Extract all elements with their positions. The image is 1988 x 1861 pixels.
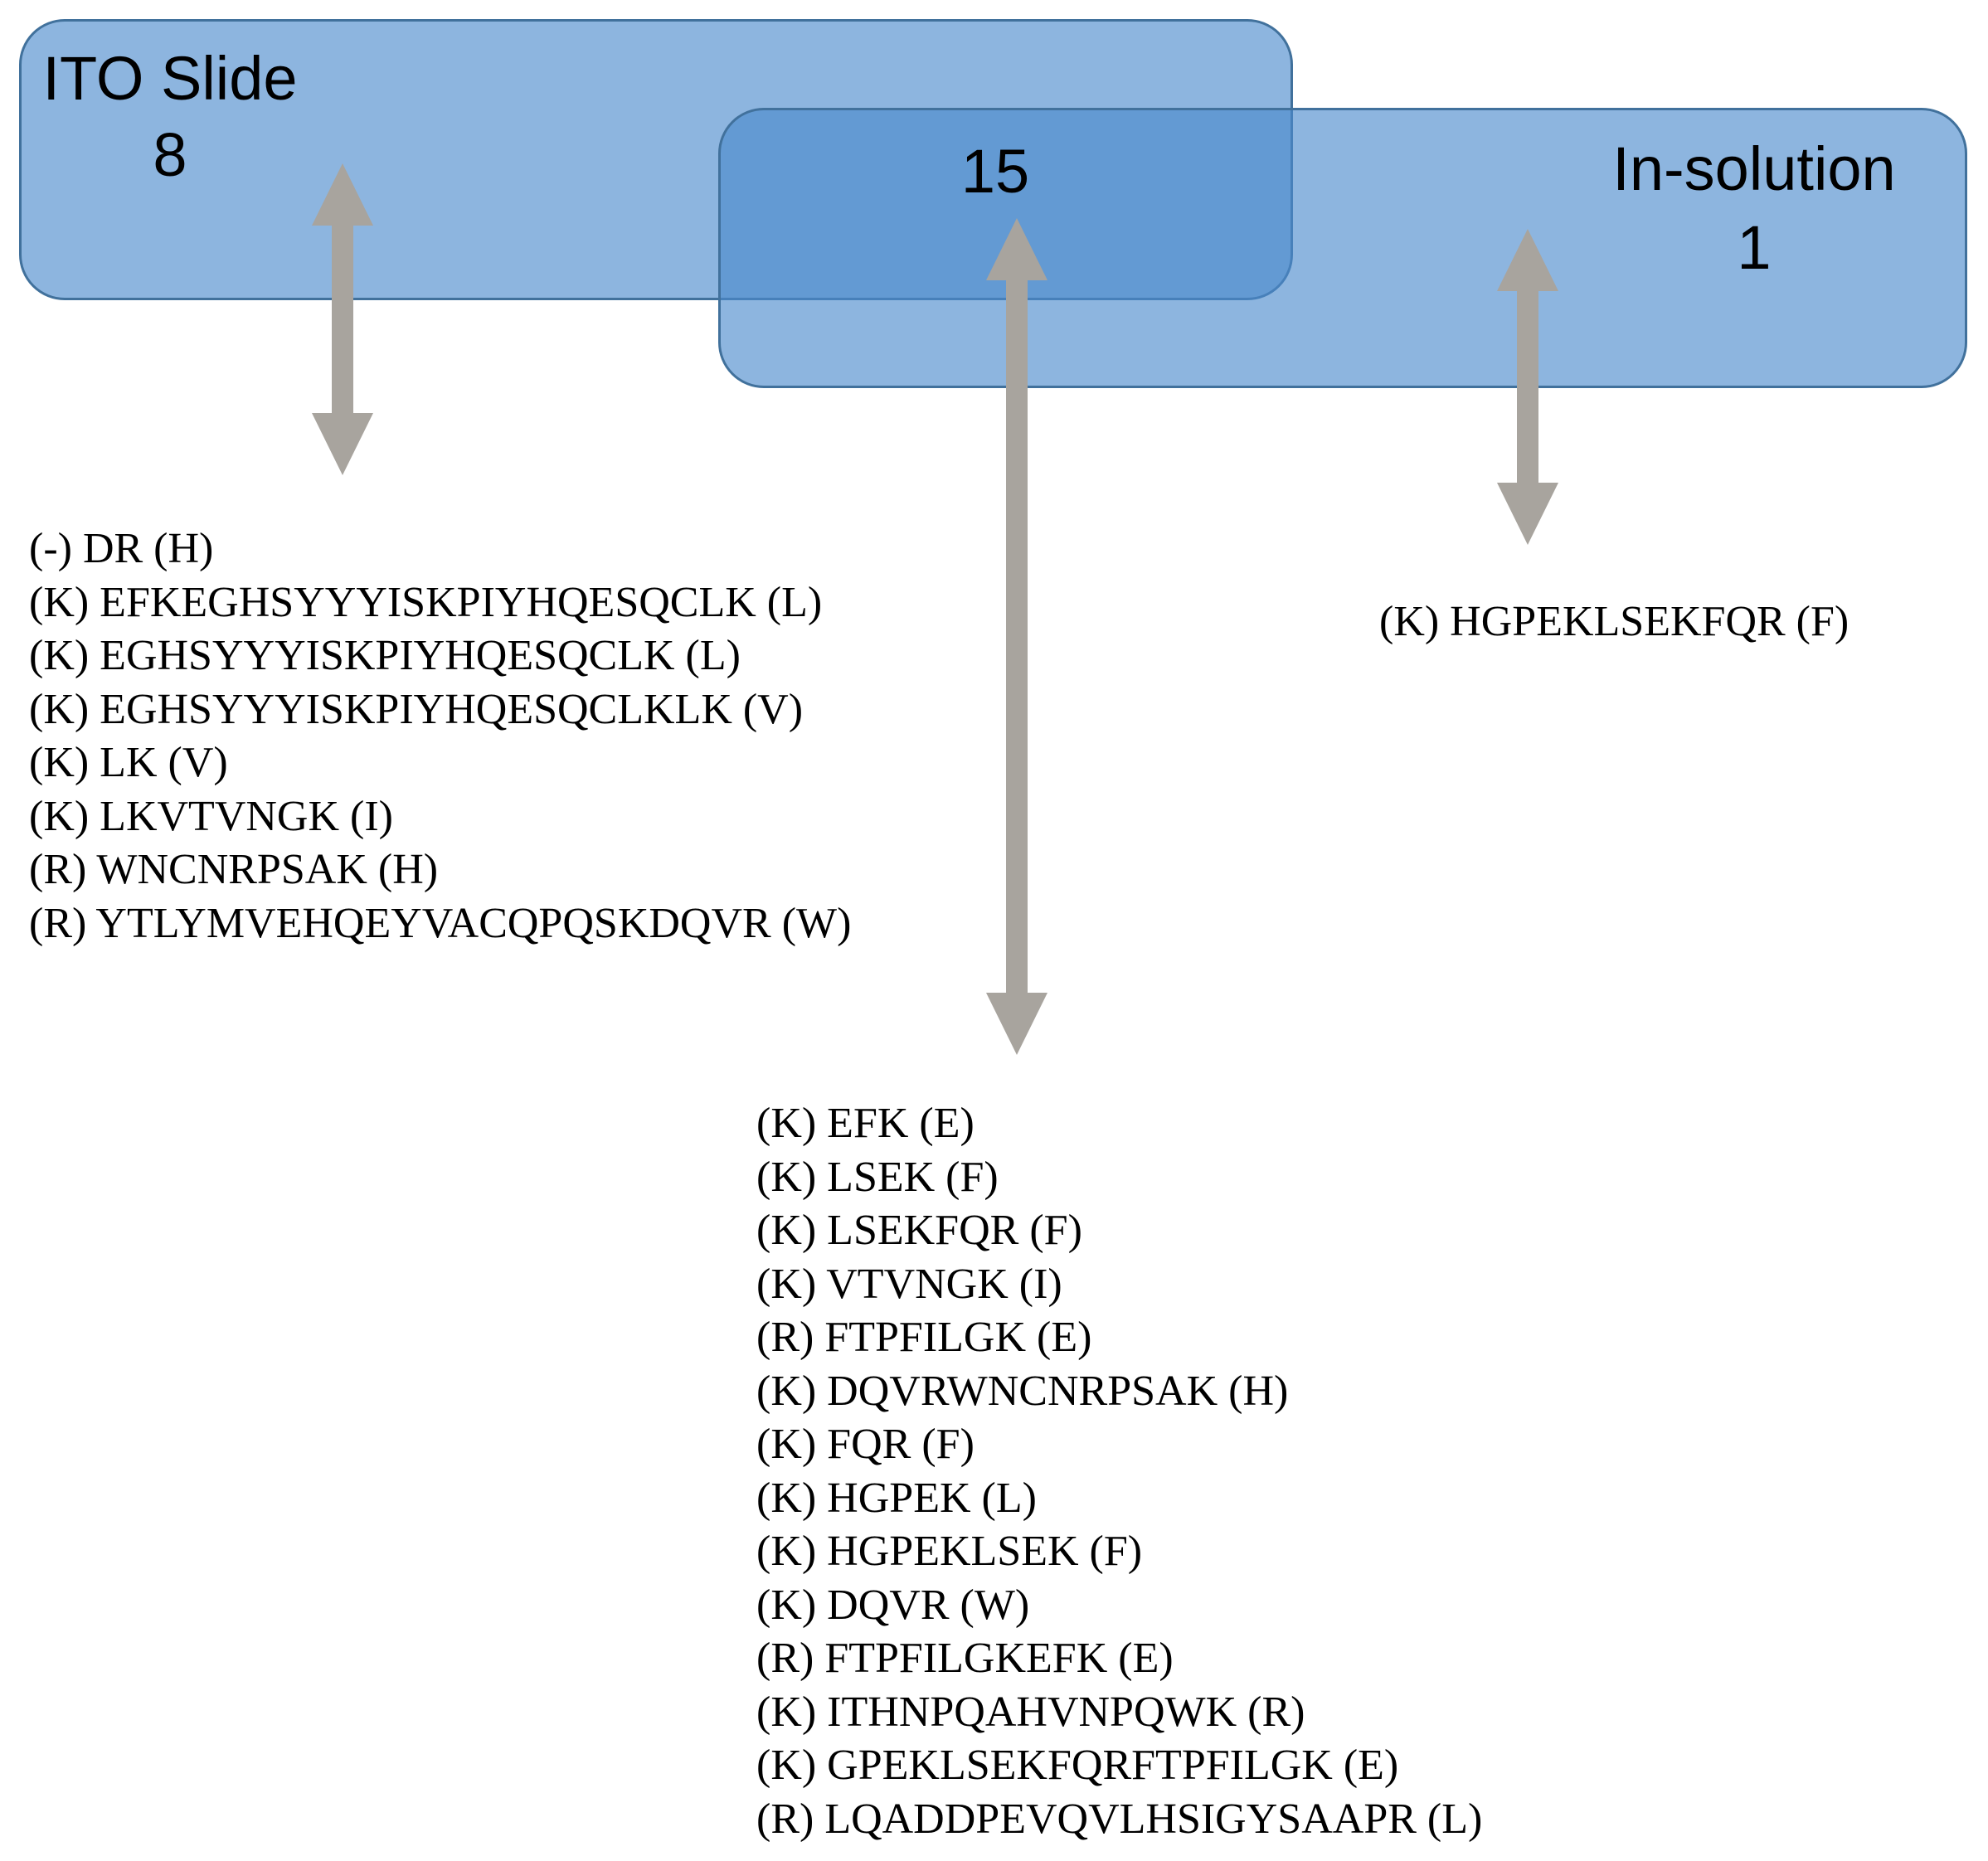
peptide-line: (R) FTPFILGK (E) [756,1314,1092,1361]
peptide-line: (K) VTVNGK (I) [756,1260,1062,1308]
peptide-line: (K) EFKEGHSYYYISKPIYHQESQCLK (L) [29,578,823,626]
peptide-line: (K) HGPEKLSEK (F) [756,1528,1143,1575]
set-label-in-solution: In-solution [1612,134,1896,203]
peptide-line: (K) DQVRWNCNRPSAK (H) [756,1367,1289,1415]
set-count-in-solution: 1 [1737,213,1772,282]
peptide-line: (K) LSEKFQR (F) [756,1207,1082,1254]
venn-rect-in-solution [718,108,1967,388]
peptide-line: (K) FQR (F) [756,1421,975,1468]
set-count-ito-slide: 8 [153,120,187,189]
peptide-line: (-) DR (H) [29,525,214,572]
peptide-list-in-solution: (K) HGPEKLSEKFQR (F) [1379,595,1849,649]
peptide-line: (K) ITHNPQAHVNPQWK (R) [756,1688,1305,1736]
peptide-line: (K) GPEKLSEKFQRFTPFILGK (E) [756,1742,1399,1789]
set-label-ito-slide: ITO Slide [42,44,298,113]
peptide-line: (R) LQADDPEVQVLHSIGYSAAPR (L) [756,1795,1483,1843]
peptide-line: (K) EGHSYYYISKPIYHQESQCLK (L) [29,632,741,679]
peptide-line: (K) DQVR (W) [756,1581,1030,1629]
double-arrow-icon-ito [312,163,373,475]
overlap-count: 15 [960,137,1030,206]
peptide-line: (R) FTPFILGKEFK (E) [756,1635,1174,1682]
double-arrow-icon-overlap [986,218,1047,1055]
double-arrow-icon-in-solution [1497,229,1558,545]
peptide-list-overlap: (K) EFK (E) (K) LSEK (F) (K) LSEKFQR (F) (K… [756,1097,1482,1846]
peptide-line: (R) YTLYMVEHQEYVACQPQSKDQVR (W) [29,899,852,947]
peptide-line: (R) WNCNRPSAK (H) [29,846,439,893]
peptide-line: (K) LKVTVNGK (I) [29,792,393,840]
peptide-line: (K) LK (V) [29,739,228,786]
peptide-line: (K) HGPEKLSEKFQR (F) [1379,598,1849,645]
peptide-line: (K) LSEK (F) [756,1153,999,1201]
peptide-line: (K) EFK (E) [756,1100,975,1147]
peptide-line: (K) EGHSYYYISKPIYHQESQCLKLK (V) [29,685,804,733]
peptide-line: (K) HGPEK (L) [756,1474,1037,1522]
peptide-list-ito-slide: (-) DR (H) (K) EFKEGHSYYYISKPIYHQESQCLK (… [29,522,851,950]
